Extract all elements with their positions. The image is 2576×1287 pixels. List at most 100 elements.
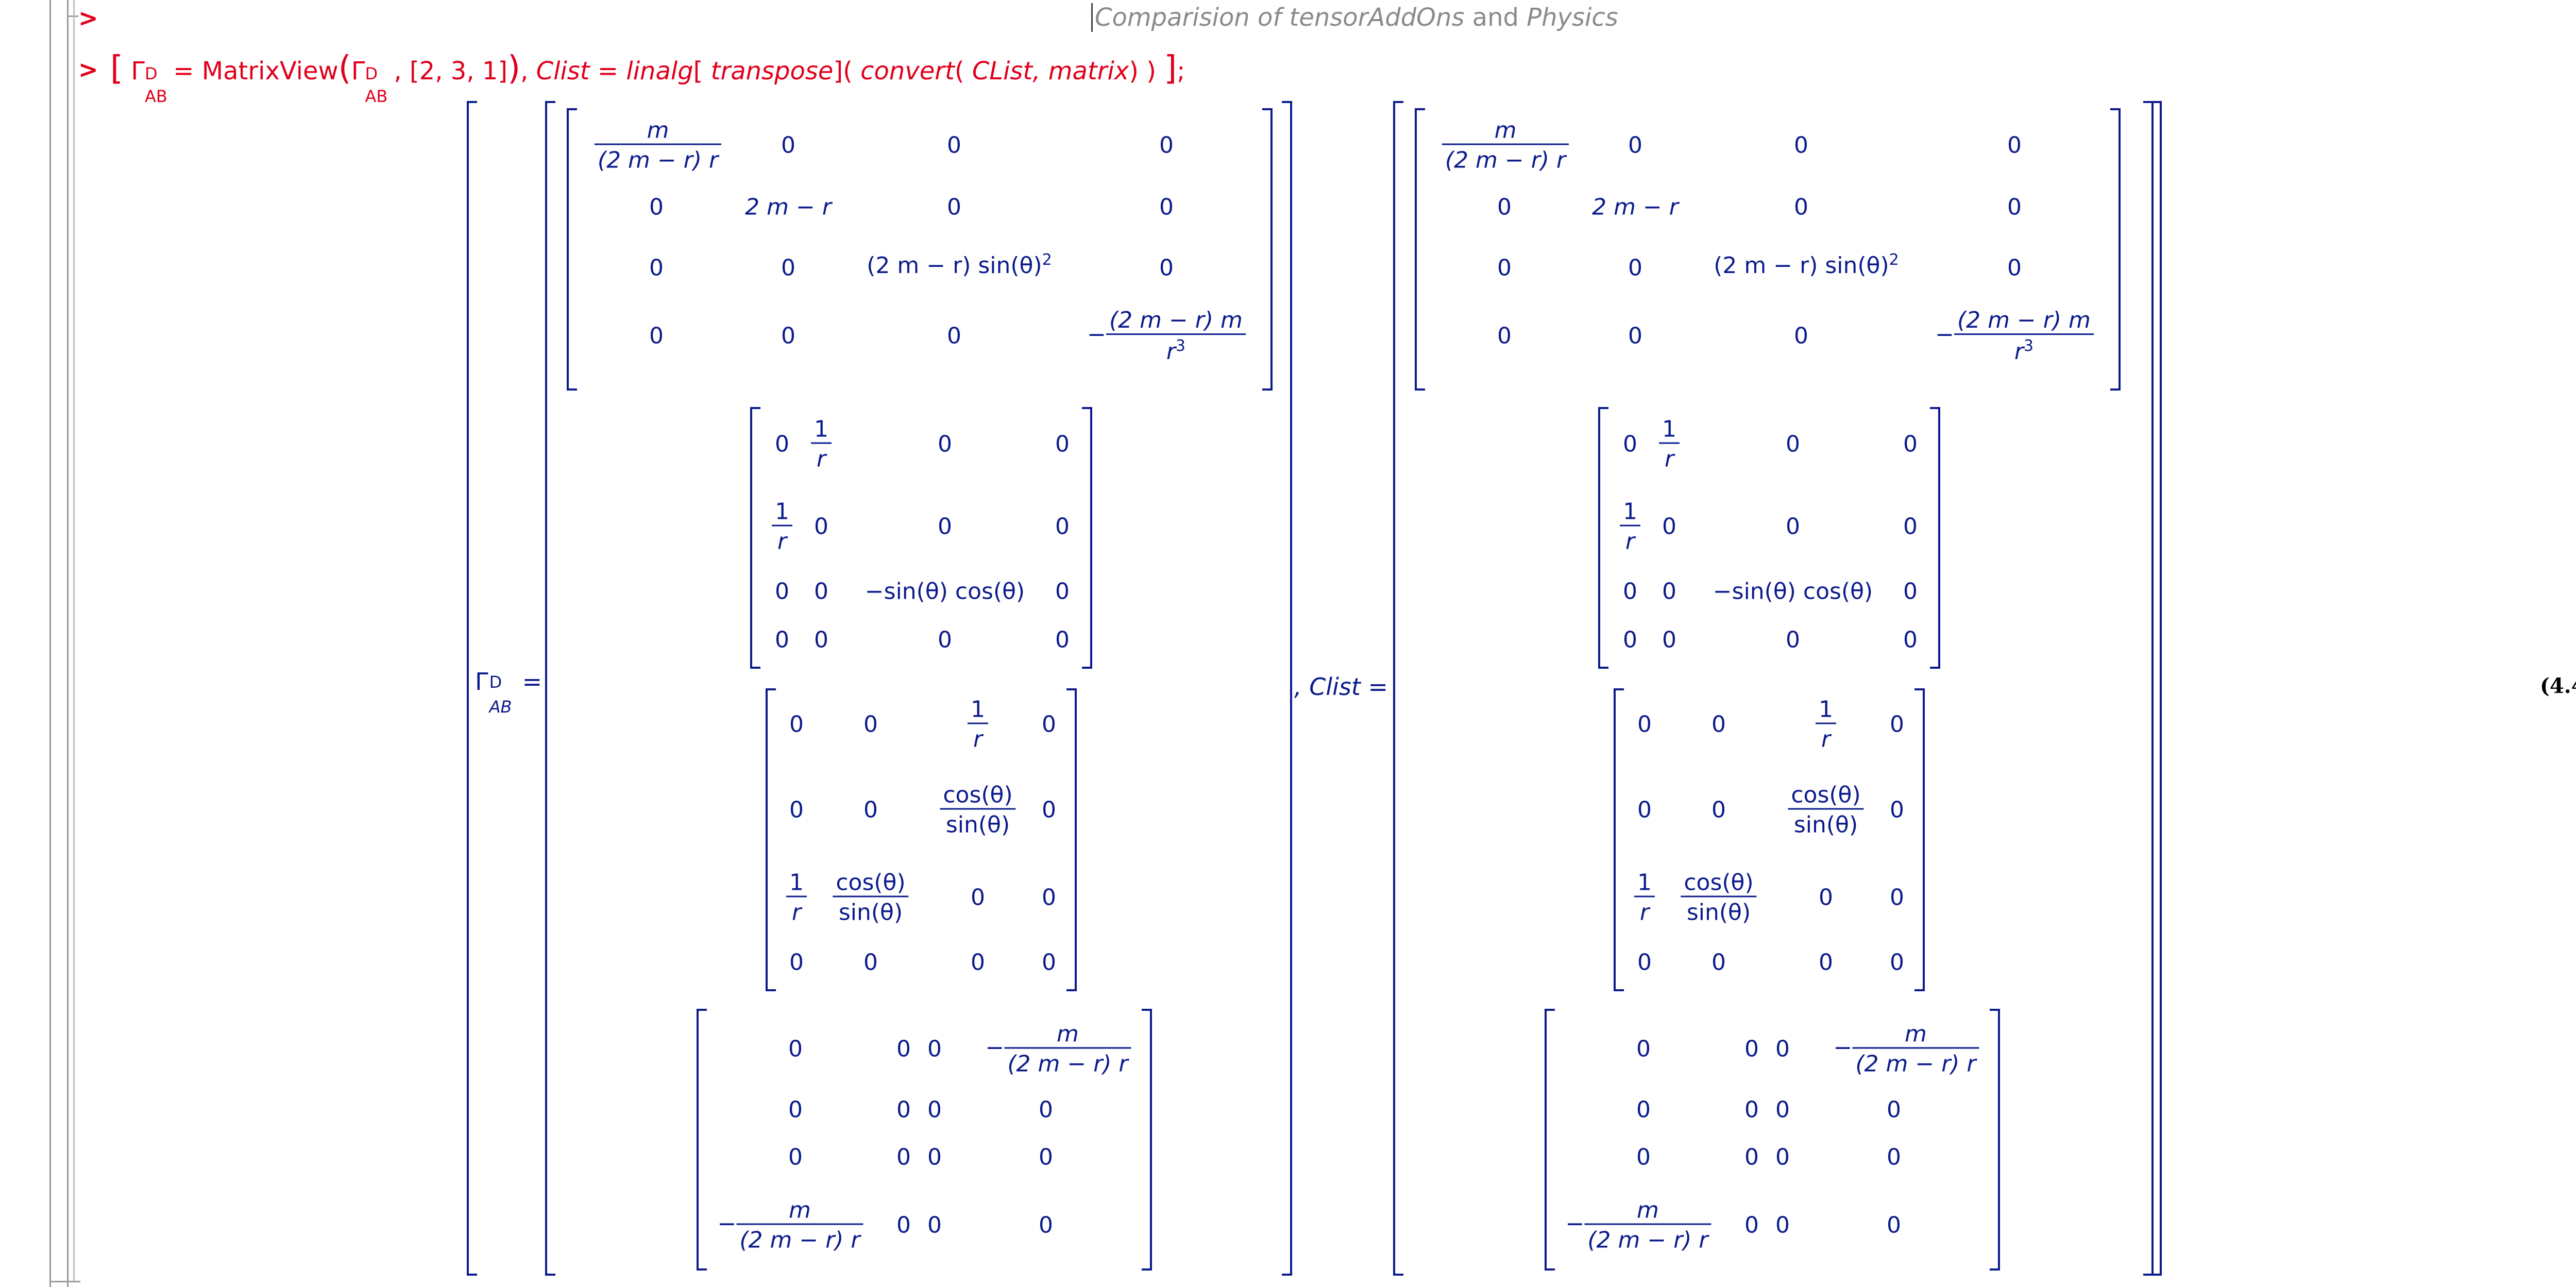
- m3b-bracket-left: [1614, 688, 1624, 991]
- m2b-bracket-right: [1930, 407, 1940, 669]
- input-matrixview: = MatrixView: [173, 57, 338, 86]
- outer-bracket-right-b2: [2151, 101, 2162, 1276]
- m3b-14: 0: [1890, 711, 1904, 738]
- m1a-13: 0: [947, 132, 961, 159]
- m1b-21: 0: [1497, 194, 1512, 221]
- comment-part-4: Physics: [1527, 3, 1618, 32]
- m4b-21: 0: [1636, 1096, 1651, 1123]
- m2a-33: −sin(θ) cos(θ): [865, 578, 1025, 605]
- input-arg-sup: D: [365, 64, 378, 83]
- m1b-23: 0: [1794, 194, 1808, 221]
- m4a-31: 0: [788, 1144, 803, 1171]
- gutter-tick-top: [67, 15, 78, 17]
- m3a-24: 0: [1042, 797, 1056, 823]
- m1a-22: 2 m − r: [745, 194, 832, 221]
- m3a-41: 0: [789, 949, 804, 976]
- m3a-23: cos(θ)sin(θ): [940, 782, 1016, 838]
- outer-bracket-left-a: [467, 101, 477, 1276]
- m4b-11: 0: [1636, 1036, 1651, 1062]
- m3b-32: cos(θ)sin(θ): [1681, 870, 1757, 926]
- comment-part-3: and: [1464, 3, 1527, 32]
- m3a-32: cos(θ)sin(θ): [833, 870, 909, 926]
- m4a-33: 0: [927, 1144, 942, 1171]
- m4a-21: 0: [788, 1096, 803, 1123]
- m4a-13: 0: [927, 1036, 942, 1062]
- clist-label: , Clist =: [1294, 673, 1388, 701]
- gutter-tick-bottom: [49, 1281, 80, 1282]
- m4a-bracket-right: [1142, 1009, 1152, 1271]
- m3a-42: 0: [863, 949, 878, 976]
- prompt-1[interactable]: >: [78, 4, 98, 32]
- m2a-23: 0: [938, 513, 952, 540]
- m2a-32: 0: [814, 578, 828, 605]
- m3a-11: 0: [789, 711, 804, 738]
- output-eq: =: [522, 668, 543, 696]
- m3b-43: 0: [1819, 949, 1833, 976]
- m2a-11: 0: [775, 431, 789, 458]
- m4a-22: 0: [896, 1096, 911, 1123]
- m4b-bracket-left: [1545, 1009, 1555, 1271]
- input-transpose: transpose: [710, 57, 834, 86]
- m3b-24: 0: [1890, 797, 1904, 823]
- m4b-33: 0: [1775, 1144, 1790, 1171]
- m2a-31: 0: [775, 578, 789, 605]
- m3a-44: 0: [1042, 949, 1056, 976]
- prompt-2[interactable]: >: [78, 56, 98, 83]
- m1a-23: 0: [947, 194, 961, 221]
- m4b-34: 0: [1887, 1144, 1901, 1171]
- m1a-bracket-left: [567, 108, 577, 391]
- m1a-14: 0: [1159, 132, 1174, 159]
- m1a-21: 0: [649, 194, 664, 221]
- m3b-bracket-right: [1914, 688, 1925, 991]
- m2b-bracket-left: [1598, 407, 1608, 669]
- m4a-41: −m(2 m − r) r: [717, 1197, 863, 1254]
- m4b-12: 0: [1744, 1036, 1759, 1062]
- m3b-42: 0: [1711, 949, 1726, 976]
- m3a-12: 0: [863, 711, 878, 738]
- m4b-31: 0: [1636, 1144, 1651, 1171]
- m2b-31: 0: [1623, 578, 1637, 605]
- m2a-34: 0: [1055, 578, 1070, 605]
- m4a-34: 0: [1039, 1144, 1053, 1171]
- m2b-14: 0: [1903, 431, 1918, 458]
- m2a-13: 0: [938, 431, 952, 458]
- m1a-43: 0: [947, 323, 961, 349]
- m3b-22: 0: [1711, 797, 1726, 823]
- execution-group-bracket[interactable]: [73, 0, 75, 1281]
- m3b-21: 0: [1637, 797, 1652, 823]
- m1b-32: 0: [1628, 255, 1642, 281]
- m2a-bracket-right: [1082, 407, 1092, 669]
- m2a-24: 0: [1055, 513, 1070, 540]
- m4a-32: 0: [896, 1144, 911, 1171]
- m1a-32: 0: [781, 255, 795, 281]
- comment-text[interactable]: Comparision of tensorAddOns and Physics: [1091, 3, 1618, 32]
- m2b-42: 0: [1662, 626, 1676, 653]
- m3a-14: 0: [1042, 711, 1056, 738]
- m2b-23: 0: [1786, 513, 1800, 540]
- m1b-12: 0: [1628, 132, 1642, 159]
- m2a-41: 0: [775, 626, 789, 653]
- m2b-43: 0: [1786, 626, 1800, 653]
- input-args: [2, 3, 1]: [410, 57, 508, 86]
- m3a-33: 0: [971, 884, 985, 911]
- m1b-31: 0: [1497, 255, 1512, 281]
- m3b-34: 0: [1890, 884, 1904, 911]
- m4b-bracket-right: [1990, 1009, 2000, 1271]
- m1a-42: 0: [781, 323, 795, 349]
- input-end: ;: [1177, 57, 1185, 86]
- m2b-41: 0: [1623, 626, 1637, 653]
- m4b-42: 0: [1744, 1212, 1759, 1239]
- m4b-24: 0: [1887, 1096, 1901, 1123]
- m3a-21: 0: [789, 797, 804, 823]
- m2b-32: 0: [1662, 578, 1676, 605]
- m1a-33: (2 m − r) sin(θ)2: [867, 251, 1052, 279]
- m3a-43: 0: [971, 949, 985, 976]
- m1b-33: (2 m − r) sin(θ)2: [1714, 251, 1899, 279]
- m4b-43: 0: [1775, 1212, 1790, 1239]
